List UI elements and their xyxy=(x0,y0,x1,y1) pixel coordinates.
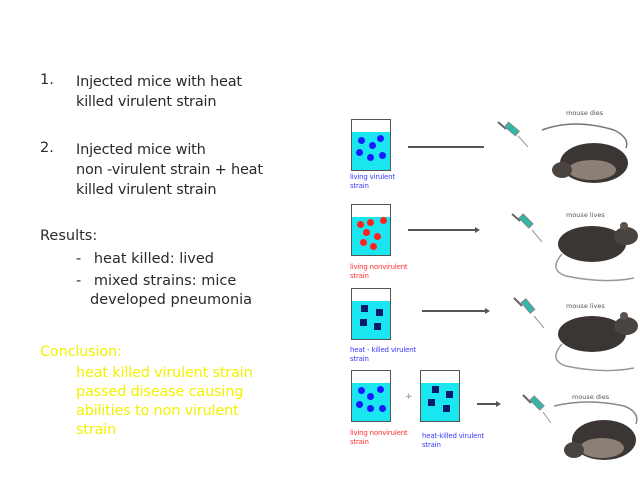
syringe-icon xyxy=(511,213,543,243)
step-2-text: Injected mice with non -virulent strain … xyxy=(76,140,263,200)
conclusion-heading: Conclusion: xyxy=(40,344,122,360)
conclusion-line-2: passed disease causing xyxy=(76,384,244,400)
bullet-dash: - xyxy=(76,251,82,267)
beaker-living-nonvirulent-mix xyxy=(351,370,391,422)
outcome-label-row-3: mouse lives xyxy=(566,302,605,310)
beaker-label-row-4b: heat-killed virulent strain xyxy=(422,432,485,449)
step-2-line-3: killed virulent strain xyxy=(76,182,217,198)
beaker-living-nonvirulent xyxy=(351,204,391,256)
beaker-label-row-1: living virulent strain xyxy=(350,173,395,190)
step-1-text: Injected mice with heat killed virulent … xyxy=(76,72,242,112)
results-item-2: - mixed strains: mice xyxy=(76,272,236,291)
results-heading: Results: xyxy=(40,228,98,244)
syringe-icon xyxy=(522,394,552,424)
live-mouse-icon xyxy=(555,312,638,372)
beaker-label-row-3: heat - killed virulent strain xyxy=(350,346,417,363)
beaker-living-virulent xyxy=(351,119,391,171)
step-1-line-1: Injected mice with heat xyxy=(76,74,242,90)
step-2-number: 2. xyxy=(40,140,54,156)
outcome-label-row-4: mouse dies xyxy=(572,393,610,401)
result-text: mixed strains: mice xyxy=(93,273,237,289)
dead-mouse-icon xyxy=(553,401,638,460)
beaker-label-row-2: living nonvirulent strain xyxy=(350,263,408,280)
step-1-line-2: killed virulent strain xyxy=(76,94,217,110)
arrow xyxy=(408,227,480,233)
conclusion-text: heat killed virulent strain passed disea… xyxy=(76,364,253,440)
plus-sign: + xyxy=(405,392,413,402)
live-mouse-icon xyxy=(555,222,638,282)
beaker-heat-killed-virulent-mix xyxy=(420,370,460,422)
conclusion-line-1: heat killed virulent strain xyxy=(76,365,253,381)
arrow xyxy=(422,308,490,314)
step-2-line-2: non -virulent strain + heat xyxy=(76,162,263,178)
syringe-icon xyxy=(497,121,529,148)
bullet-dash: - xyxy=(76,273,82,289)
arrow xyxy=(477,401,501,406)
result-text: heat killed: lived xyxy=(93,251,214,267)
step-2-line-1: Injected mice with xyxy=(76,142,206,158)
step-1-number: 1. xyxy=(40,72,54,88)
arrow-line xyxy=(408,146,484,148)
results-item-2-cont: developed pneumonia xyxy=(90,292,253,308)
liquid xyxy=(352,132,390,170)
conclusion-line-3: abilities to non virulent xyxy=(76,403,239,419)
outcome-label-row-2: mouse lives xyxy=(566,211,605,219)
results-item-1: - heat killed: lived xyxy=(76,250,214,269)
dead-mouse-icon xyxy=(541,123,628,183)
beaker-label-row-4a: living nonvirulent strain xyxy=(350,429,408,446)
syringe-icon xyxy=(513,297,545,329)
conclusion-line-4: strain xyxy=(76,422,117,438)
beaker-heat-killed-virulent xyxy=(351,288,391,340)
outcome-label-row-1: mouse dies xyxy=(566,109,604,117)
